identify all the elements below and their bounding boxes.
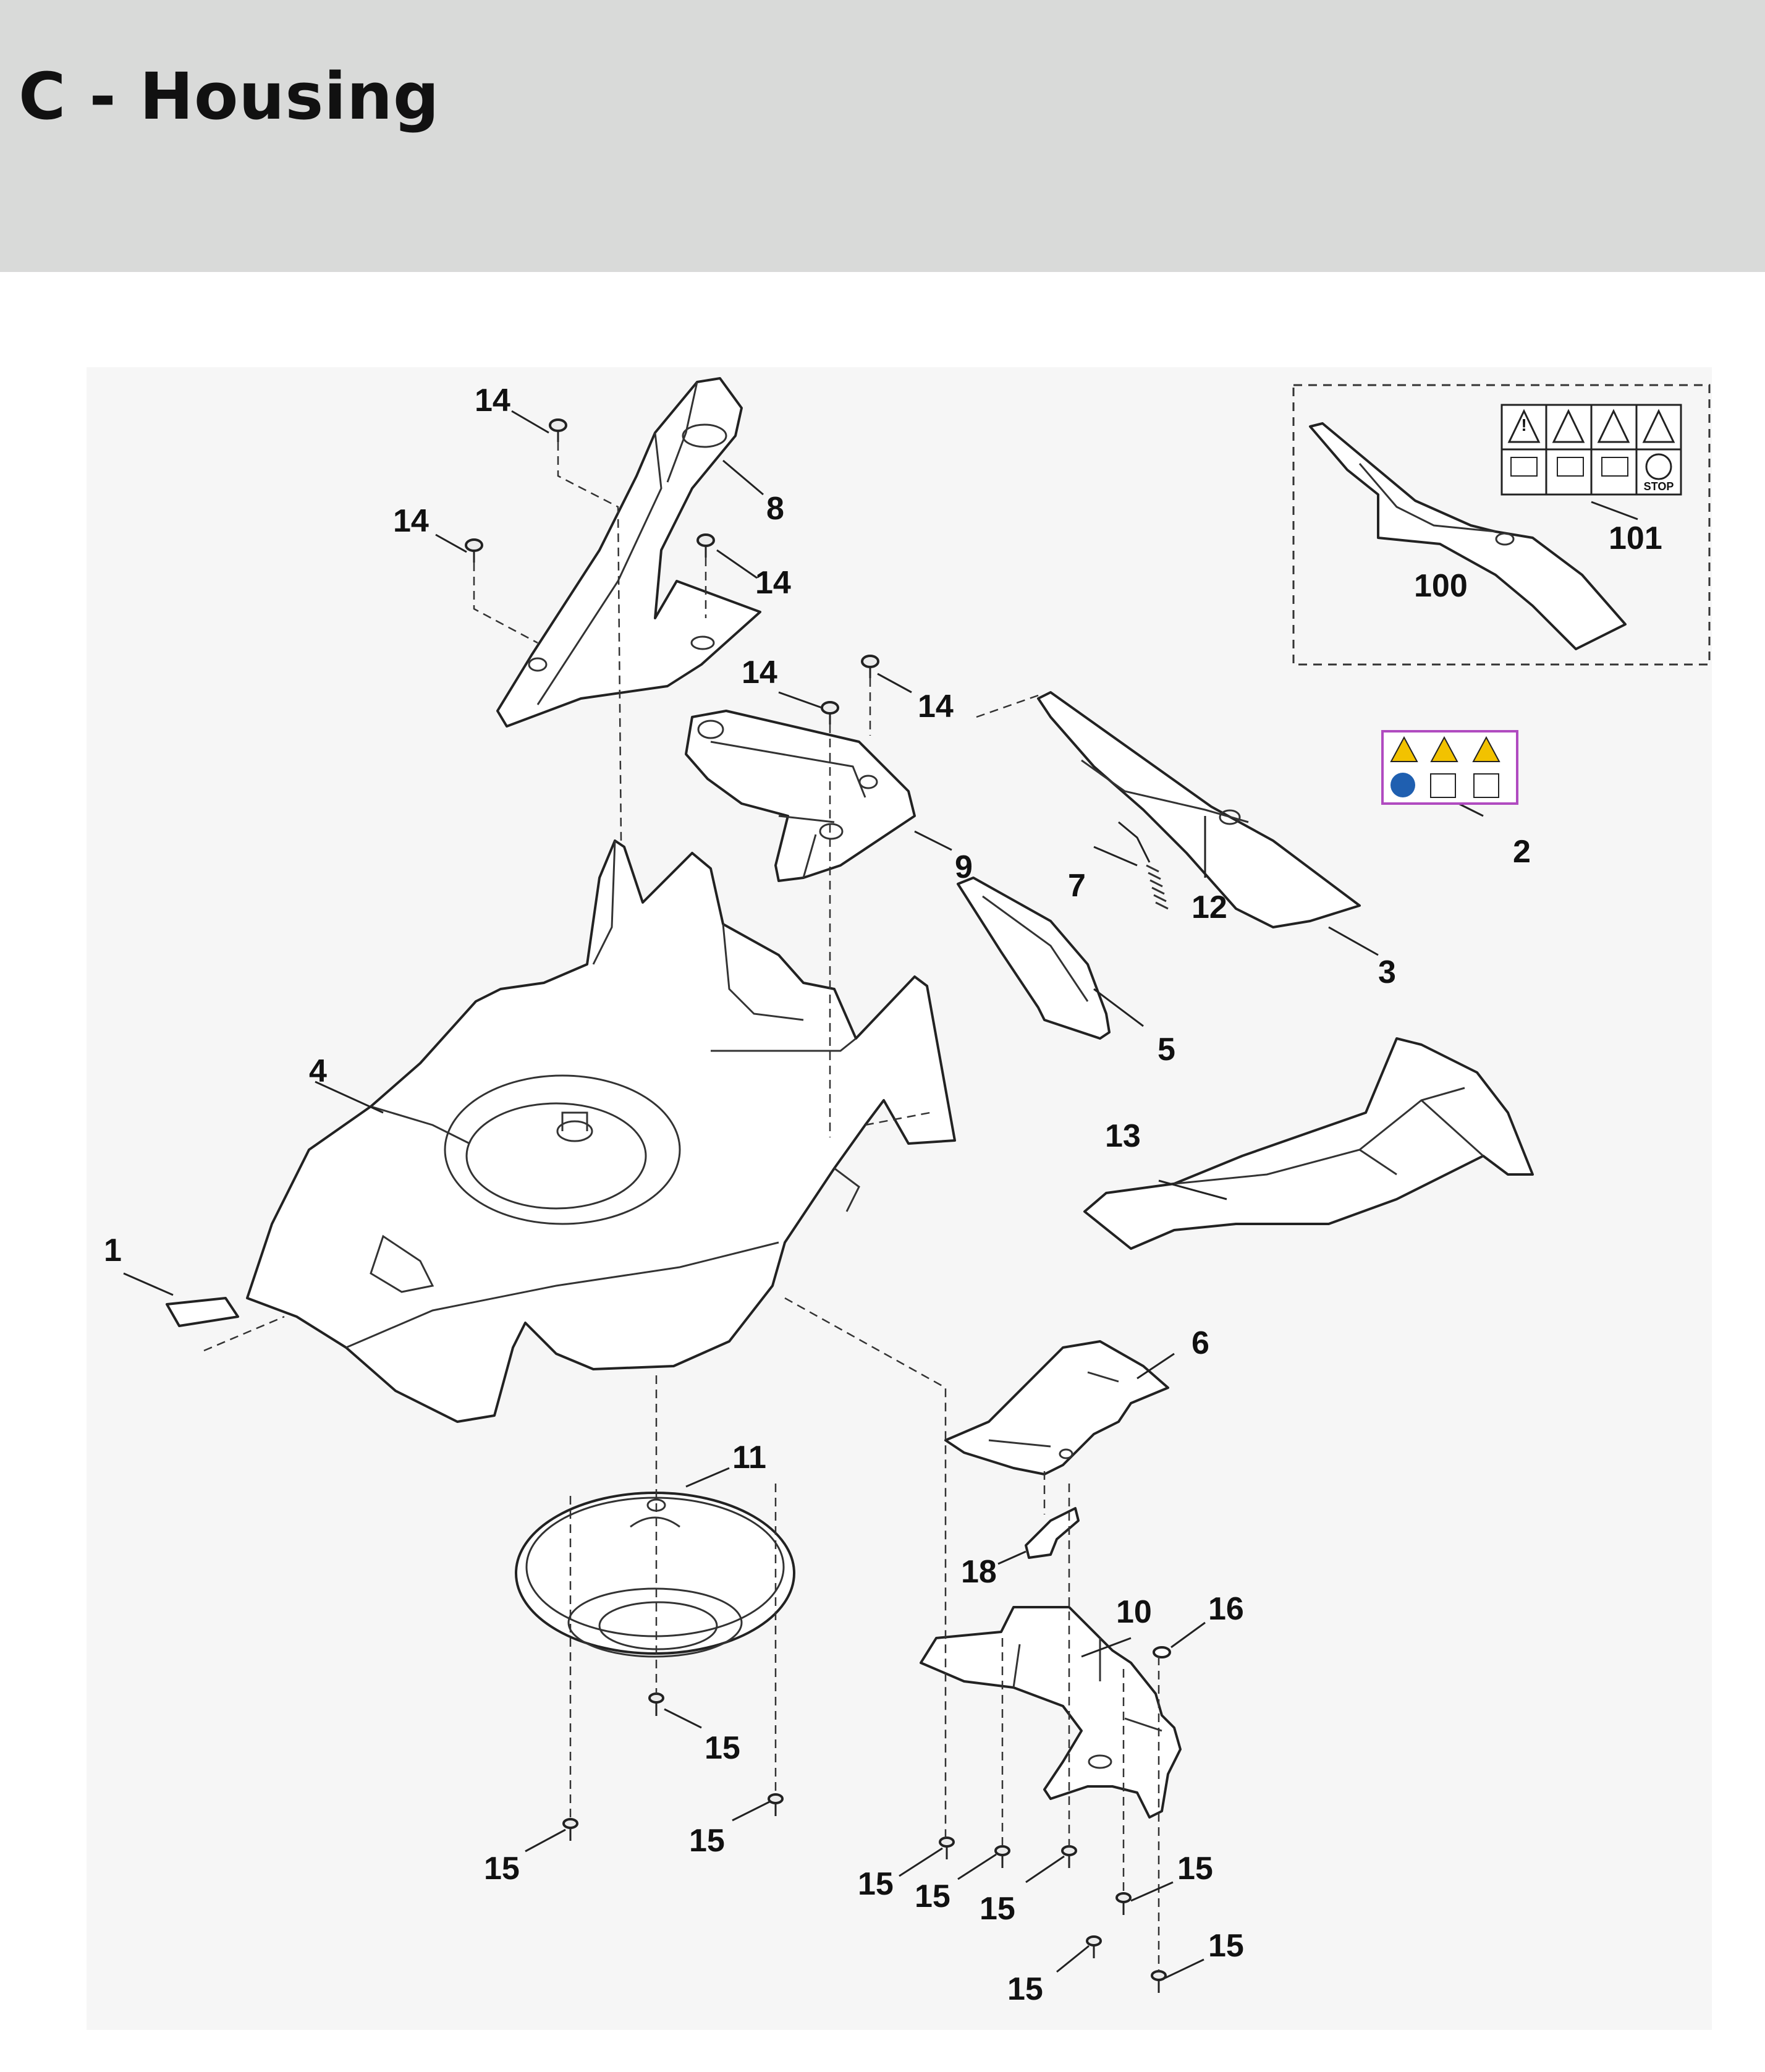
screw-15-e	[994, 1845, 1010, 1868]
callout-3: 3	[1378, 954, 1396, 990]
screw-15-g	[1115, 1892, 1132, 1915]
screw-15-c	[768, 1793, 784, 1816]
callout-18: 18	[961, 1554, 997, 1590]
screw-14-c	[696, 533, 715, 558]
callout-7: 7	[1068, 868, 1086, 904]
callout-15: 15	[689, 1823, 725, 1859]
callout-14: 14	[393, 503, 429, 539]
warning-triangle-icon	[1472, 736, 1500, 762]
screws	[465, 418, 1167, 1993]
screw-15-i	[1151, 1970, 1167, 1993]
callout-15: 15	[1177, 1851, 1213, 1887]
callout-15: 15	[1007, 1971, 1043, 2007]
callout-9: 9	[955, 849, 973, 885]
screw-14-a	[549, 418, 567, 442]
part-2-warning-label	[1381, 730, 1518, 805]
screw-15-a	[648, 1692, 664, 1716]
callout-100: 100	[1414, 568, 1468, 604]
callout-14: 14	[742, 655, 777, 690]
callout-6: 6	[1191, 1325, 1209, 1361]
svg-text:!: !	[1521, 415, 1526, 435]
distance-icon	[1430, 773, 1456, 798]
screw-15-h	[1086, 1935, 1102, 1958]
distance-icon	[1557, 457, 1584, 477]
page-header: C - Housing	[0, 0, 1765, 272]
screw-14-e	[861, 655, 879, 678]
warning-triangle-icon	[1430, 736, 1458, 762]
callout-2: 2	[1513, 834, 1531, 870]
part-5-flap	[957, 877, 1111, 1040]
part-18-bracket	[1025, 1507, 1080, 1559]
callout-1: 1	[104, 1233, 122, 1268]
callout-15: 15	[1208, 1928, 1244, 1964]
callout-16: 16	[1208, 1591, 1244, 1627]
stop-blade-icon	[1645, 453, 1672, 480]
callouts: 14 8 14 14 14 14 9 7 12 3 2 5 4 13 1 6 1…	[104, 383, 1662, 2007]
assembly-lines	[203, 442, 1160, 1972]
part-1-label	[166, 1297, 239, 1327]
callout-5: 5	[1158, 1032, 1175, 1068]
part-7-spring	[1118, 821, 1169, 910]
read-manual-icon	[1390, 773, 1415, 797]
part-9-rear-cover	[685, 710, 916, 882]
part-11-blade-ring	[515, 1492, 795, 1658]
alternative-kit-box: ! STOP	[1292, 384, 1711, 666]
part-10-lower-bracket	[920, 1606, 1182, 1819]
part-13-chute	[1083, 1037, 1534, 1250]
callout-15: 15	[484, 1851, 520, 1887]
screw-14-b	[465, 538, 483, 563]
callout-11: 11	[732, 1440, 766, 1475]
callout-12: 12	[1191, 890, 1227, 925]
hand-hazard-icon	[1473, 773, 1499, 798]
callout-13: 13	[1105, 1118, 1141, 1154]
callout-4: 4	[309, 1053, 327, 1089]
warning-triangle-icon	[1642, 409, 1675, 443]
callout-101: 101	[1609, 520, 1662, 556]
read-manual-icon	[1510, 457, 1538, 477]
leader-lines	[123, 410, 1638, 1979]
warning-triangle-icon	[1597, 409, 1630, 443]
warning-triangle-icon	[1390, 736, 1418, 762]
callout-14: 14	[755, 565, 791, 601]
callout-14: 14	[918, 689, 954, 724]
warning-triangle-icon	[1507, 409, 1541, 443]
part-4-mower-deck	[246, 839, 956, 1423]
screw-15-d	[939, 1836, 955, 1859]
callout-10: 10	[1116, 1594, 1152, 1630]
warning-triangle-icon	[1552, 409, 1585, 443]
hand-hazard-icon	[1601, 457, 1628, 477]
part-6-deflector	[944, 1340, 1169, 1475]
callout-15: 15	[915, 1879, 950, 1914]
stop-text: STOP	[1644, 480, 1674, 493]
callout-15: 15	[705, 1730, 740, 1766]
screw-15-b	[562, 1818, 578, 1841]
callout-15: 15	[980, 1891, 1015, 1927]
screw-14-d	[821, 701, 839, 724]
callout-8: 8	[766, 491, 784, 527]
callout-15: 15	[858, 1866, 894, 1902]
page-title: C - Housing	[19, 59, 440, 134]
part-3-rear-flap	[1037, 691, 1361, 928]
callout-14: 14	[475, 383, 510, 418]
part-16-nut	[1153, 1646, 1171, 1658]
part-8-rear-bracket	[496, 377, 761, 728]
